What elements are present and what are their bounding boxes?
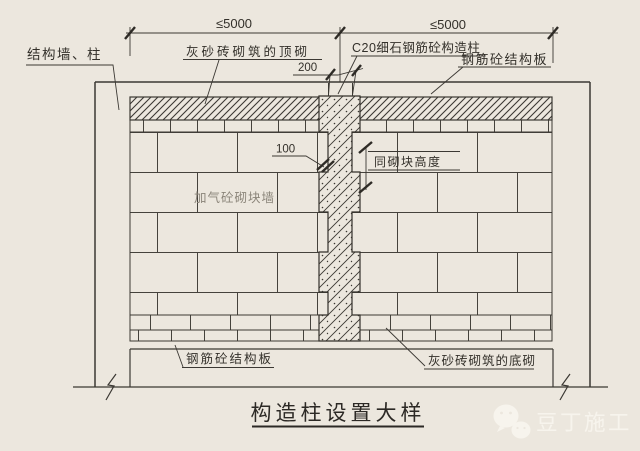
label-bottom-masonry: 灰砂砖砌筑的底砌: [428, 353, 536, 368]
structural-frame: [73, 81, 608, 401]
watermark-text: 豆丁施工: [536, 411, 632, 435]
leader-bottom-masonry: [385, 327, 534, 370]
leader-structure-wall: [26, 64, 120, 111]
watermark: 豆丁施工: [493, 404, 632, 439]
bottom-slab: [129, 348, 554, 387]
break-symbol-right: [559, 373, 571, 401]
leader-c20-column: [337, 55, 485, 95]
label-slab-top-right: 钢筋砼结构板: [461, 52, 548, 67]
leader-slab-bottom-left: [174, 344, 274, 368]
wechat-bubbles-icon: [493, 404, 531, 439]
label-block-wall: 加气砼砌块墙: [194, 190, 275, 205]
dim-tick: [124, 26, 136, 40]
dimension-tooth-depth: 100: [276, 144, 295, 156]
drawing-title: 构造柱设置大样: [251, 402, 426, 428]
dimension-span-right: ≤5000: [430, 17, 466, 32]
tooth-depth-dimension: 100: [272, 144, 335, 173]
constructional-column: [318, 83, 361, 342]
leader-top-masonry: [183, 59, 322, 105]
top-dimension: ≤5000 ≤5000: [124, 16, 559, 82]
title-text: 构造柱设置大样: [251, 402, 426, 425]
label-slab-bottom-left: 钢筋砼结构板: [186, 351, 273, 366]
dimension-span-left: ≤5000: [216, 16, 252, 31]
label-tooth-height: 同砌块高度: [374, 154, 442, 169]
break-symbol-left: [105, 373, 117, 401]
dim-tick: [547, 26, 559, 40]
leader-labels: 结构墙、柱 灰砂砖砌筑的顶砌 C20细石钢筋砼构造柱 钢筋砼结构板 加气砼砌块墙…: [26, 40, 551, 370]
dimension-column-width: 200: [298, 62, 317, 74]
label-constructional-column: C20细石钢筋砼构造柱: [352, 40, 480, 55]
label-top-masonry: 灰砂砖砌筑的顶砌: [186, 44, 310, 59]
tooth-height-note: 同砌块高度: [358, 141, 460, 194]
dim-tick: [334, 26, 346, 40]
column-width-dimension: 200: [293, 62, 364, 96]
label-structure-wall-column: 结构墙、柱: [27, 47, 102, 62]
leader-slab-top-right: [430, 66, 551, 95]
